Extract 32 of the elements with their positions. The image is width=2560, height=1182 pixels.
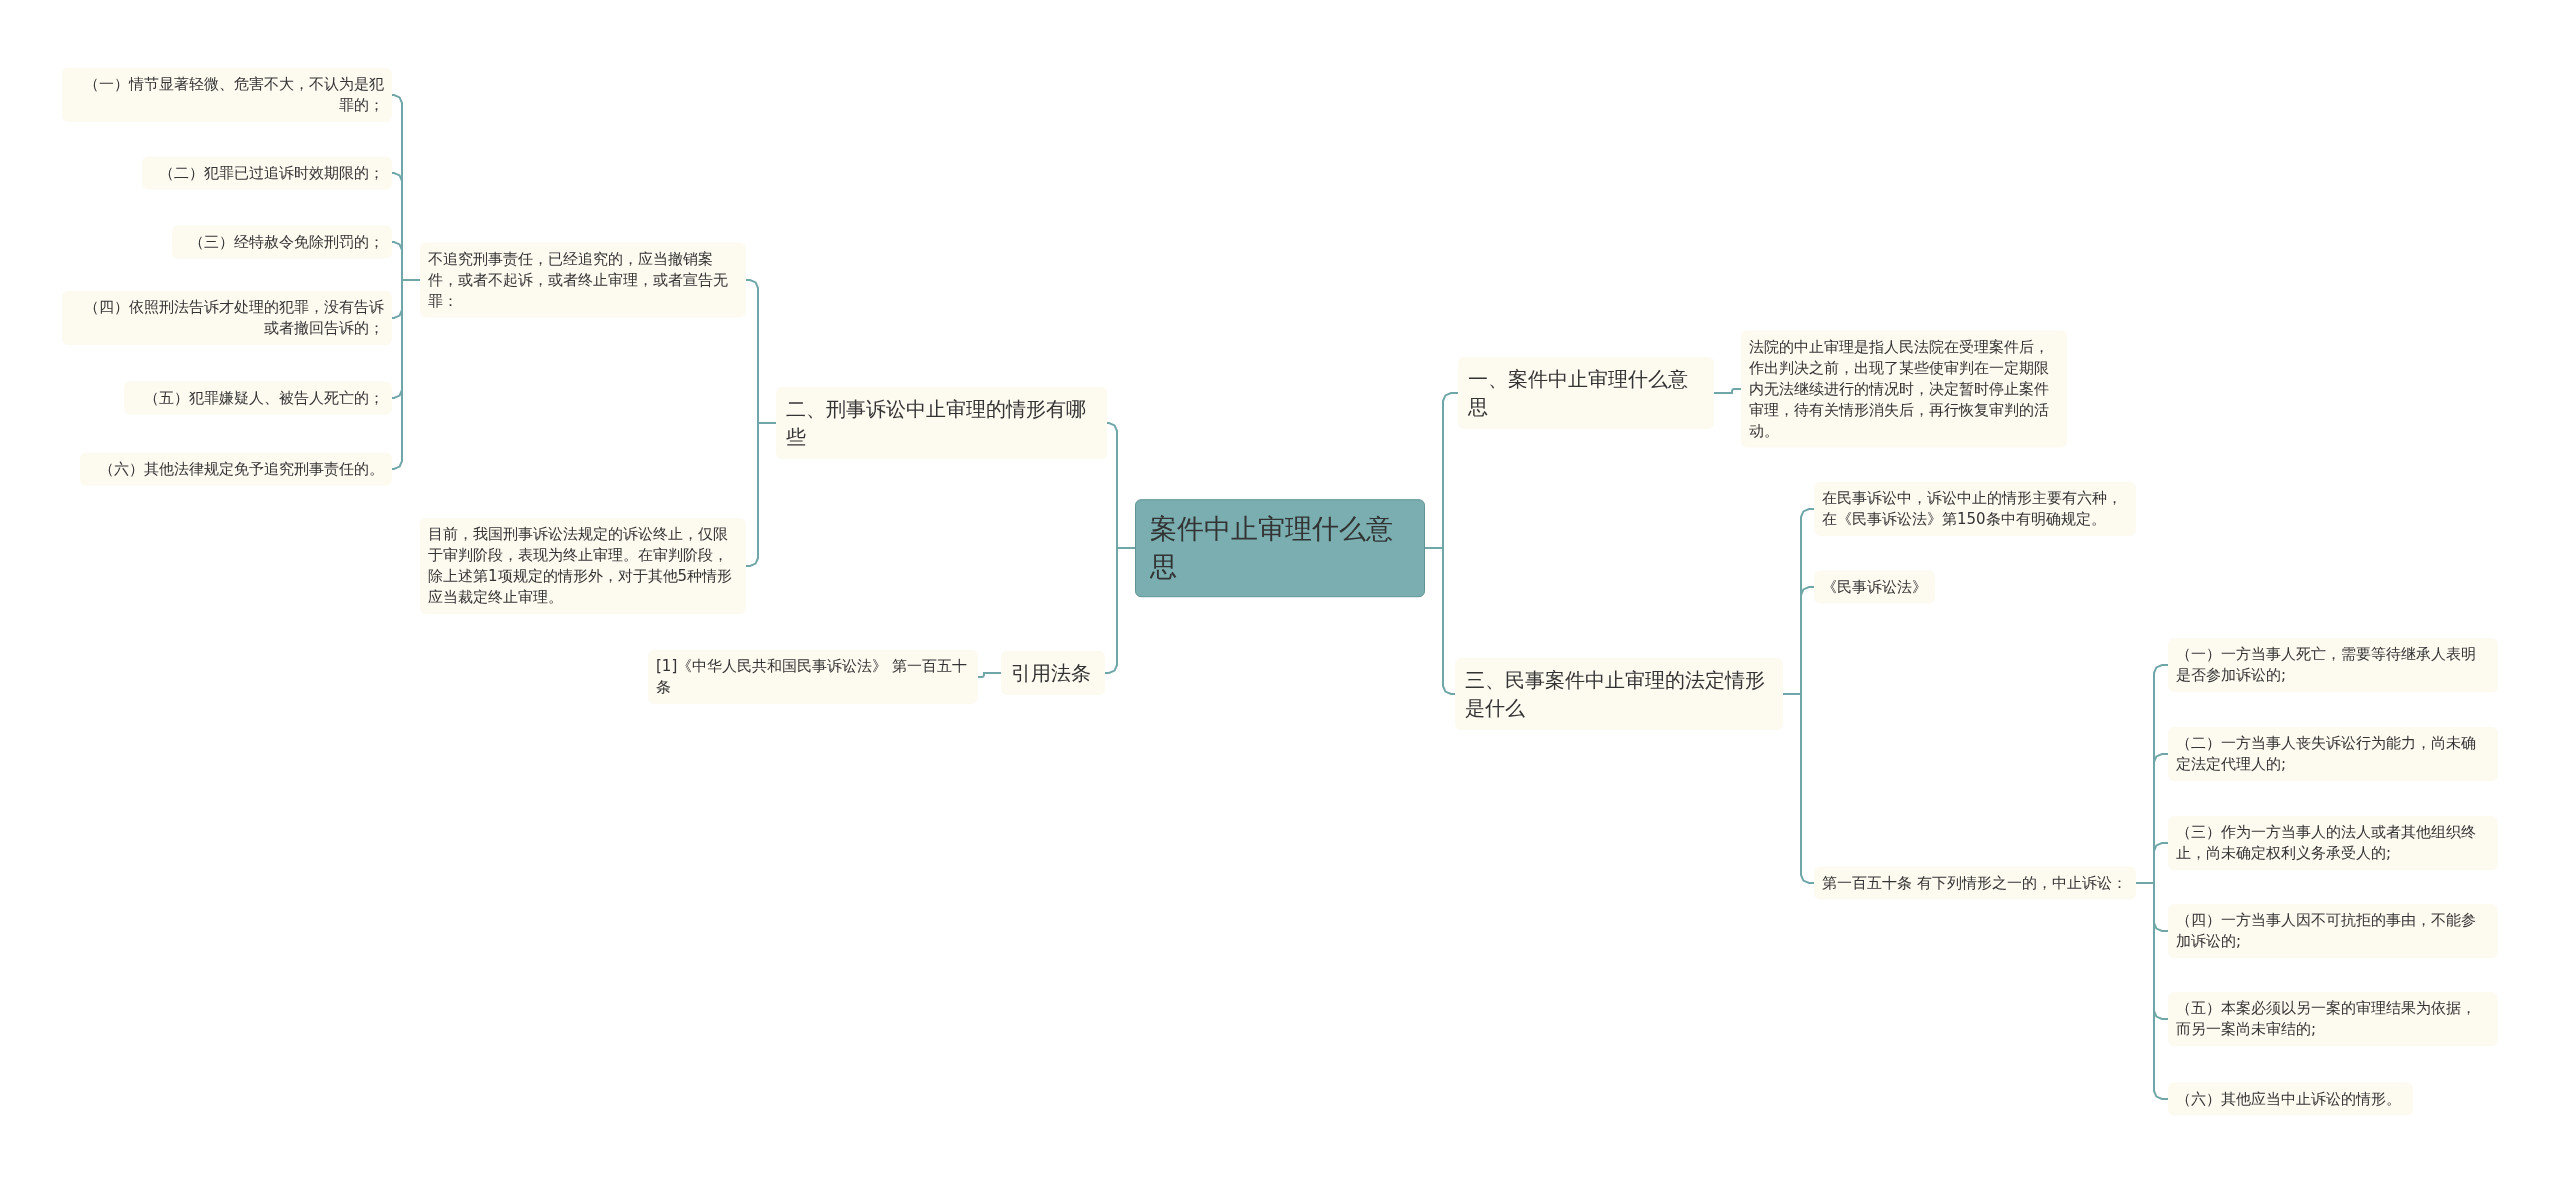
subtopic-box: （五）犯罪嫌疑人、被告人死亡的；	[124, 381, 392, 415]
subtopic-box: （六）其他法律规定免予追究刑事责任的。	[80, 452, 392, 486]
subtopic-box: （二）犯罪已过追诉时效期限的；	[142, 156, 392, 190]
branch-topic: 三、民事案件中止审理的法定情形是什么	[1455, 658, 1783, 730]
connector-line	[1424, 547, 1456, 695]
subtopic-box: （六）其他应当中止诉讼的情形。	[2168, 1082, 2413, 1116]
subtopic-box: （四）一方当事人因不可抗拒的事由，不能参加诉讼的;	[2168, 904, 2498, 958]
connector-line	[1104, 547, 1136, 674]
connector-line	[2135, 882, 2169, 1100]
branch-topic: 一、案件中止审理什么意思	[1458, 357, 1714, 429]
central-topic: 案件中止审理什么意思	[1135, 499, 1425, 597]
subtopic-box: （三）经特赦令免除刑罚的；	[172, 225, 392, 259]
branch-topic: 引用法条	[1001, 651, 1105, 695]
subtopic-box: （四）依照刑法告诉才处理的犯罪，没有告诉或者撤回告诉的；	[62, 291, 392, 345]
subtopic-box: （一）一方当事人死亡，需要等待继承人表明是否参加诉讼的;	[2168, 638, 2498, 692]
subtopic-box: [1]《中华人民共和国民事诉讼法》 第一百五十条	[648, 650, 978, 704]
connector-line	[977, 672, 1002, 678]
subtopic-box: （一）情节显著轻微、危害不大，不认为是犯罪的；	[62, 68, 392, 122]
subtopic-box: （五）本案必须以另一案的审理结果为依据，而另一案尚未审结的;	[2168, 992, 2498, 1046]
connector-line	[745, 422, 777, 567]
connector-line	[1713, 388, 1742, 394]
subtopic-box: （三）作为一方当事人的法人或者其他组织终止，尚未确定权利义务承受人的;	[2168, 816, 2498, 870]
subtopic-box: 不追究刑事责任，已经追究的，应当撤销案件，或者不起诉，或者终止审理，或者宣告无罪：	[420, 242, 746, 318]
connector-line	[391, 279, 421, 470]
branch-topic: 二、刑事诉讼中止审理的情形有哪些	[776, 387, 1107, 459]
subtopic-box: 第一百五十条 有下列情形之一的，中止诉讼：	[1814, 866, 2136, 900]
connector-line	[1782, 693, 1815, 884]
subtopic-box: 目前，我国刑事诉讼法规定的诉讼终止，仅限于审判阶段，表现为终止审理。在审判阶段，除上述第1项规定的情形外，对于其他5种情形应当裁定终止审理。	[420, 518, 746, 614]
subtopic-box: 法院的中止审理是指人民法院在受理案件后，作出判决之前，出现了某些使审判在一定期限内无法继续进行的情况时，决定暂时停止案件审理，待有关情形消失后，再行恢复审判的活动。	[1741, 330, 2067, 448]
subtopic-box: （二）一方当事人丧失诉讼行为能力，尚未确定法定代理人的;	[2168, 727, 2498, 781]
subtopic-box: 在民事诉讼中，诉讼中止的情形主要有六种，在《民事诉讼法》第150条中有明确规定。	[1814, 482, 2136, 536]
subtopic-box: 《民事诉讼法》	[1814, 570, 1935, 604]
